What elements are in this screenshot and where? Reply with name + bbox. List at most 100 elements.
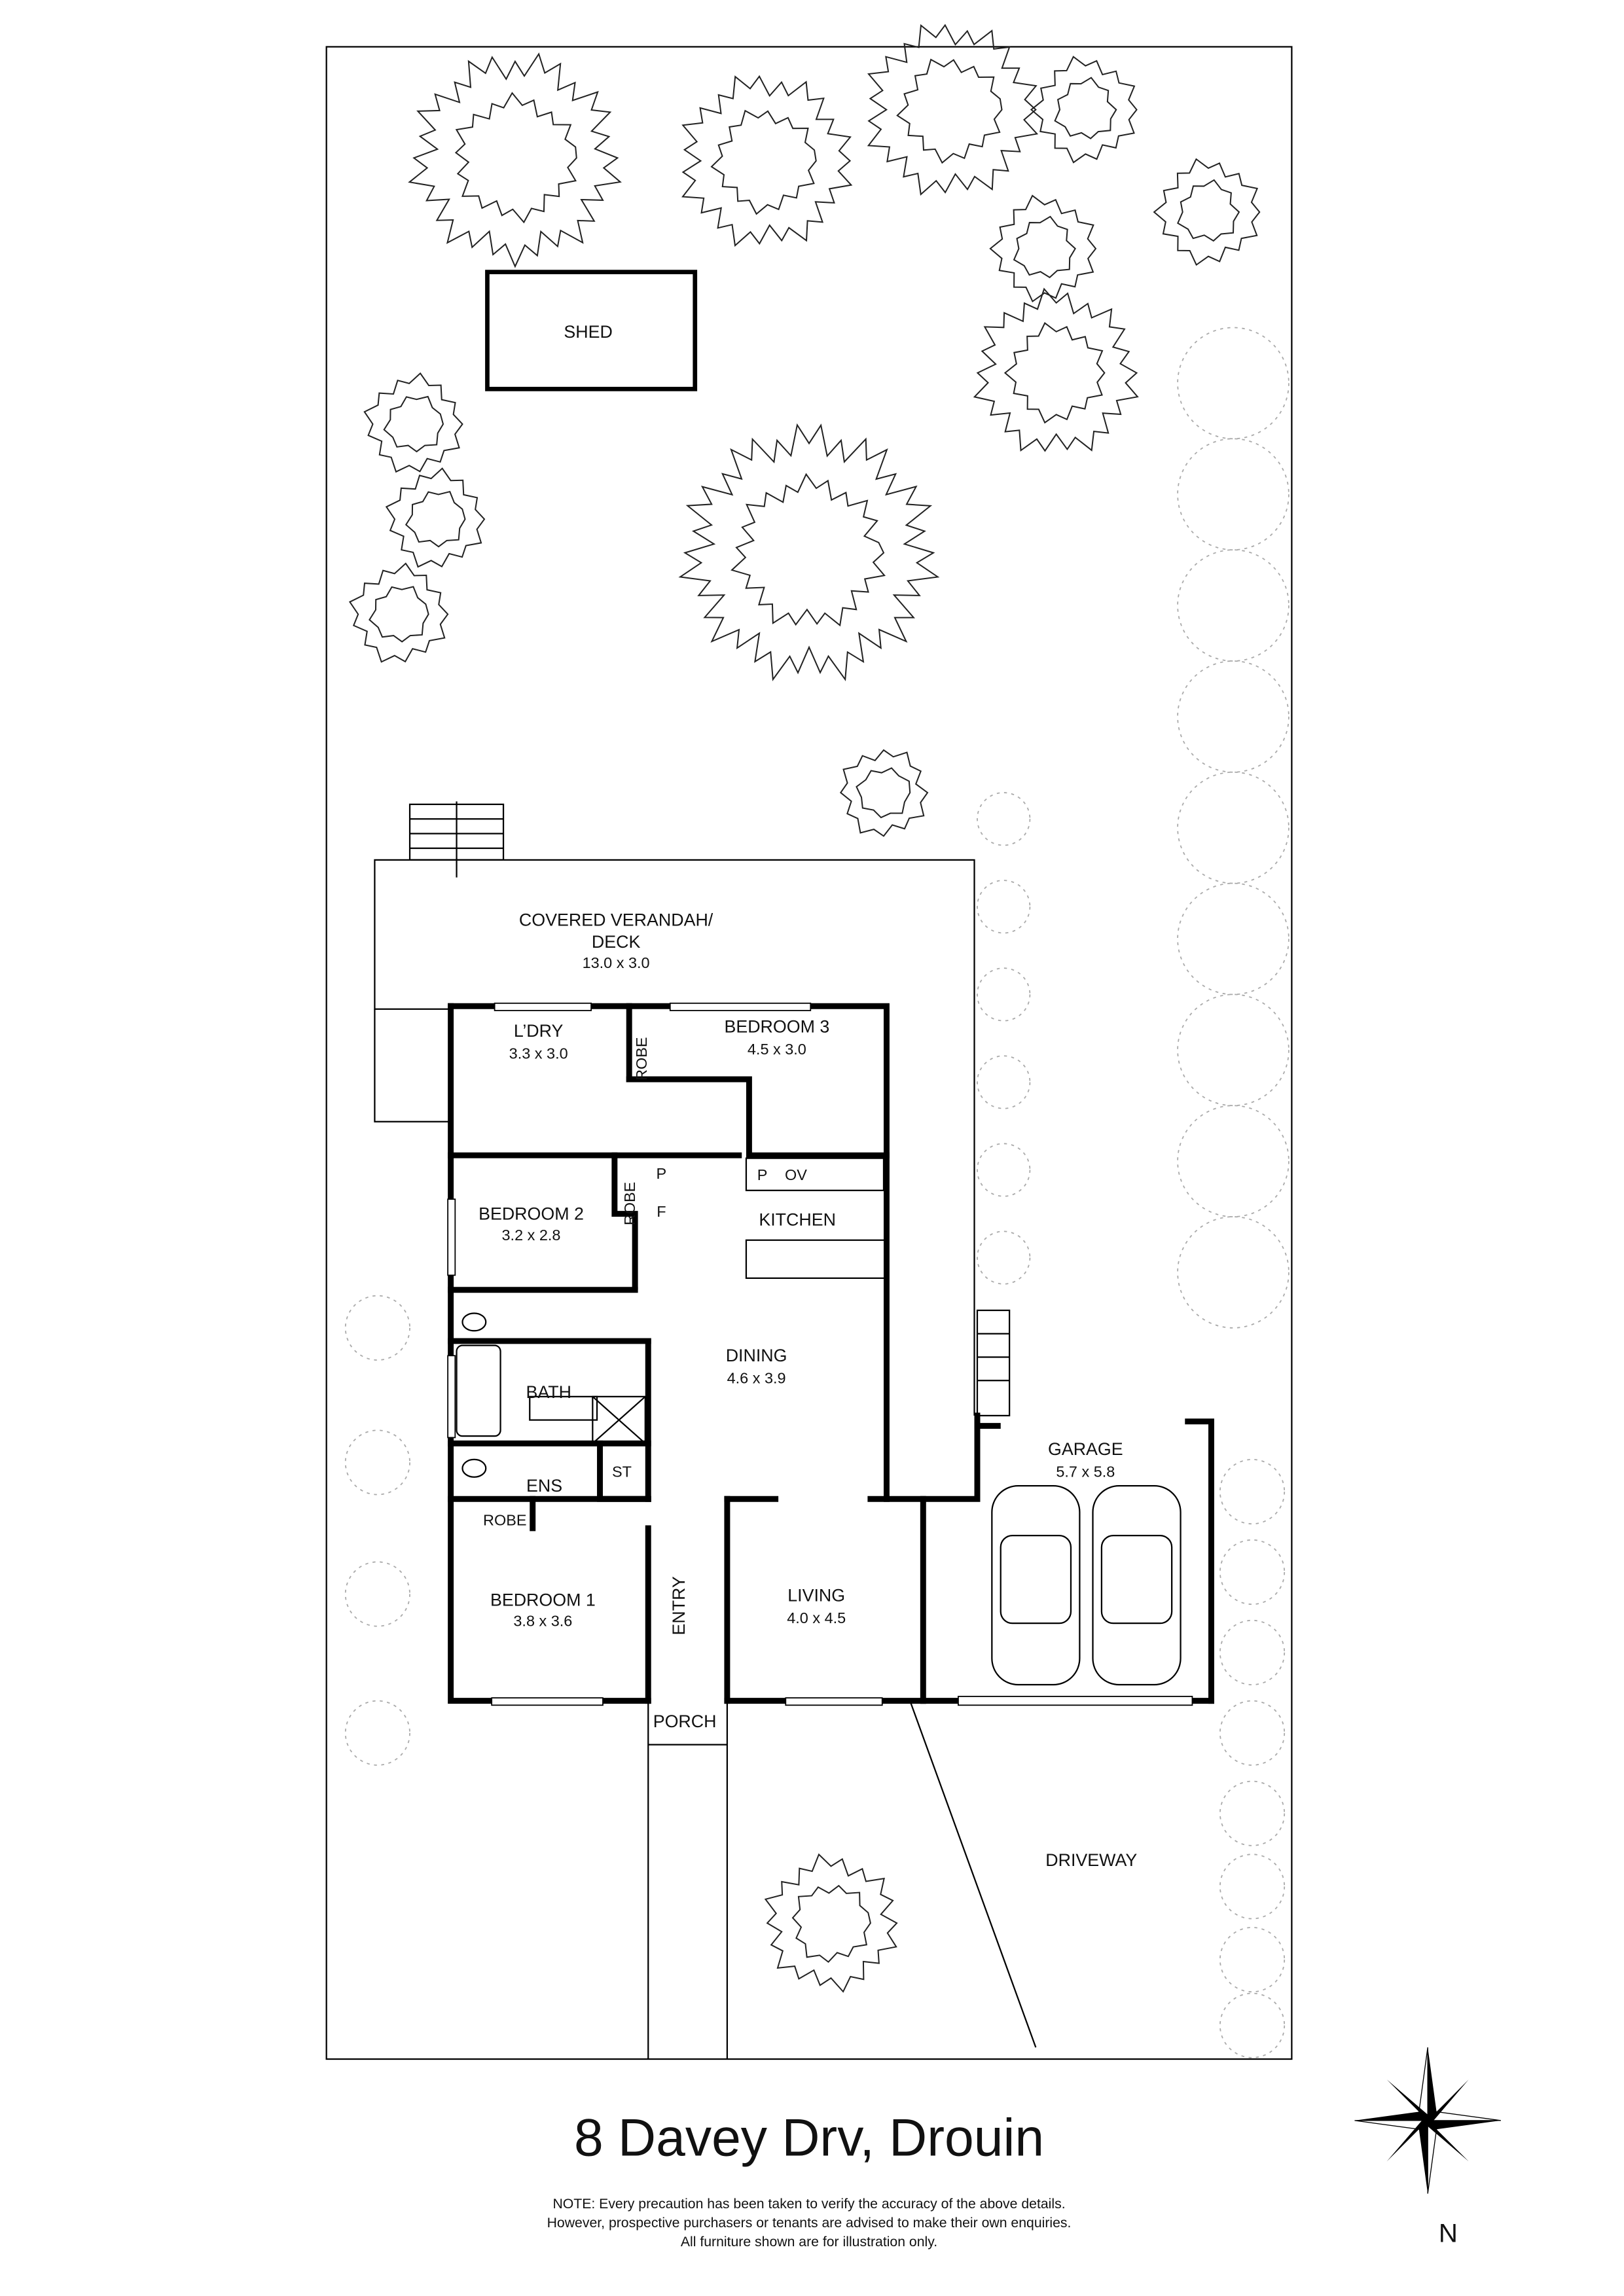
- tree-icon: [408, 52, 622, 268]
- bedroom1-size: 3.8 x 3.6: [513, 1613, 572, 1630]
- shrub-icon: [1219, 1619, 1286, 1685]
- shrub-icon: [1177, 994, 1290, 1107]
- shrub-icon: [1219, 1700, 1286, 1766]
- shrub-icon: [1219, 1539, 1286, 1605]
- tree-icon: [405, 491, 466, 548]
- robe-label: ROBE: [483, 1511, 526, 1528]
- tree-icon: [1030, 56, 1138, 164]
- shrub-icon: [1219, 1854, 1286, 1920]
- robe-label: ROBE: [633, 1037, 650, 1080]
- bedroom3-size: 4.5 x 3.0: [748, 1041, 806, 1058]
- shed: [485, 270, 698, 391]
- address-title: 8 Davey Drv, Drouin: [574, 2108, 1044, 2167]
- shrub-icon: [977, 792, 1031, 846]
- trees: [344, 24, 1290, 2058]
- tree-icon: [681, 75, 853, 247]
- pantry-label: P: [757, 1166, 768, 1183]
- living-size: 4.0 x 4.5: [787, 1609, 846, 1626]
- tree-icon: [989, 194, 1097, 303]
- tree-icon: [896, 58, 1003, 164]
- tree-icon: [369, 586, 429, 643]
- shrub-icon: [1177, 1216, 1290, 1329]
- porch-label: PORCH: [653, 1712, 717, 1731]
- laundry-label: L’DRY: [514, 1021, 564, 1041]
- tree-icon: [348, 562, 449, 663]
- shed-label: SHED: [564, 322, 612, 342]
- tree-icon: [678, 423, 940, 681]
- fridge-label: F: [657, 1203, 666, 1220]
- tree-icon: [731, 473, 886, 627]
- disclaimer-line-2: However, prospective purchasers or tenan…: [547, 2215, 1072, 2231]
- shrub-icon: [1219, 1459, 1286, 1525]
- tree-icon: [1153, 158, 1261, 266]
- oven-label: OV: [785, 1166, 807, 1183]
- tree-icon: [791, 1884, 871, 1964]
- shrub-icon: [344, 1429, 410, 1496]
- garage-size: 5.7 x 5.8: [1056, 1463, 1115, 1480]
- tree-icon: [1013, 215, 1076, 279]
- disclaimer-line-3: All furniture shown are for illustration…: [681, 2234, 937, 2250]
- tree-icon: [385, 467, 486, 568]
- tree-icon: [383, 395, 444, 453]
- side-steps: [976, 1309, 1011, 1417]
- bedroom2-label: BEDROOM 2: [478, 1204, 584, 1223]
- bedroom2-size: 3.2 x 2.8: [502, 1227, 561, 1244]
- verandah-label: COVERED VERANDAH/: [519, 910, 713, 929]
- garage-cars: [991, 1485, 1182, 1686]
- kitchen-label: KITCHEN: [759, 1210, 836, 1229]
- car: [991, 1485, 1081, 1686]
- disclaimer-line-1: NOTE: Every precaution has been taken to…: [552, 2197, 1065, 2212]
- shrub-icon: [1219, 1992, 1286, 2058]
- verandah-size: 13.0 x 3.0: [583, 954, 650, 971]
- living-label: LIVING: [787, 1586, 845, 1605]
- house-walls: [447, 1002, 1214, 1706]
- ensuite-label: ENS: [526, 1476, 562, 1496]
- bathtub: [456, 1344, 501, 1437]
- shrub-icon: [1219, 1927, 1286, 1993]
- laundry-size: 3.3 x 3.0: [509, 1045, 568, 1062]
- tree-icon: [1177, 179, 1240, 242]
- shrub-icon: [977, 967, 1031, 1022]
- store-label: ST: [612, 1463, 632, 1480]
- property-boundary: [325, 46, 1293, 2060]
- bath-label: BATH: [526, 1382, 571, 1402]
- shrub-icon: [977, 1143, 1031, 1197]
- tree-icon: [764, 1853, 898, 1993]
- tree-icon: [1054, 77, 1117, 139]
- toilet: [461, 1312, 487, 1332]
- tree-icon: [867, 24, 1039, 196]
- shrub-icon: [344, 1295, 410, 1361]
- tree-icon: [363, 372, 463, 473]
- shrub-icon: [1177, 327, 1290, 440]
- verandah-label-2: DECK: [592, 932, 641, 952]
- shrub-icon: [1177, 660, 1290, 773]
- shrub-icon: [1177, 771, 1290, 884]
- shrub-icon: [1177, 882, 1290, 996]
- tree-icon: [973, 287, 1139, 452]
- tree-icon: [1003, 322, 1106, 424]
- verandah: [374, 801, 1011, 1417]
- tree-icon: [454, 92, 577, 224]
- dining-label: DINING: [726, 1346, 787, 1365]
- compass-rose-icon: [1354, 2047, 1501, 2194]
- dining-size: 4.6 x 3.9: [727, 1370, 786, 1387]
- shrub-icon: [1177, 438, 1290, 551]
- shrub-icon: [344, 1700, 410, 1766]
- shrub-icon: [977, 880, 1031, 934]
- bedroom1-label: BEDROOM 1: [490, 1590, 596, 1609]
- car: [1092, 1485, 1182, 1686]
- shrub-icon: [1177, 1105, 1290, 1217]
- shrub-icon: [344, 1561, 410, 1627]
- robe-label: ROBE: [621, 1182, 638, 1225]
- compass-north-label: N: [1439, 2218, 1458, 2248]
- tree-icon: [710, 109, 817, 215]
- shrub-icon: [977, 1055, 1031, 1109]
- tree-icon: [856, 767, 911, 819]
- entry-label: ENTRY: [669, 1576, 689, 1635]
- pantry-label: P: [657, 1165, 667, 1182]
- shrub-icon: [1177, 549, 1290, 662]
- shrub-icon: [977, 1230, 1031, 1285]
- garage-label: GARAGE: [1048, 1439, 1123, 1459]
- shrub-icon: [1219, 1780, 1286, 1846]
